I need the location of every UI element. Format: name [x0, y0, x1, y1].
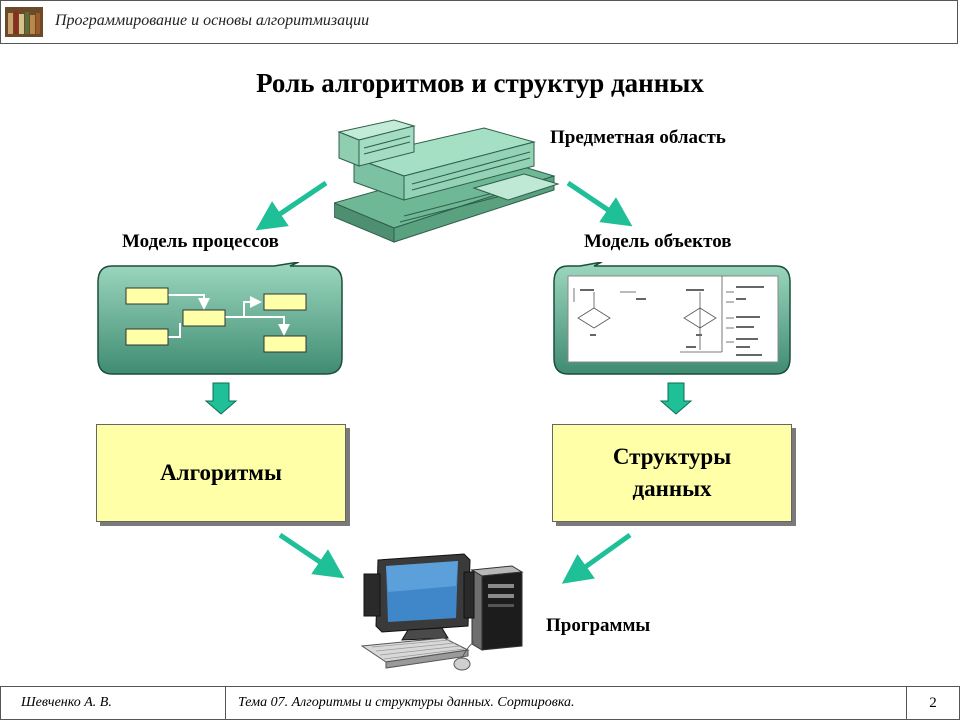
- subject-area-label: Предметная область: [550, 127, 726, 148]
- arrow-to-process-model: [255, 180, 328, 231]
- programs-label: Программы: [546, 615, 651, 636]
- footer-page-cell: 2: [906, 686, 960, 720]
- books-icon: [5, 7, 43, 37]
- object-model-bubble: [550, 261, 794, 378]
- course-title: Программирование и основы алгоритмизации: [55, 12, 370, 29]
- data-structures-box: Структуры данных: [552, 424, 792, 522]
- building-icon: [332, 118, 560, 244]
- footer-topic: Тема 07. Алгоритмы и структуры данных. С…: [238, 695, 575, 710]
- down-arrow-right: [659, 382, 693, 415]
- footer-topic-cell: Тема 07. Алгоритмы и структуры данных. С…: [225, 686, 907, 720]
- object-model-label: Модель объектов: [584, 231, 732, 252]
- algorithms-label: Алгоритмы: [160, 459, 282, 485]
- arrow-structures-to-programs: [561, 532, 632, 584]
- arrow-algorithms-to-programs: [278, 532, 345, 579]
- arrow-to-object-model: [566, 180, 633, 227]
- down-arrow-left: [204, 382, 238, 415]
- footer-author: Шевченко А. В.: [21, 695, 112, 710]
- slide-title: Роль алгоритмов и структур данных: [256, 68, 704, 98]
- process-model-label: Модель процессов: [122, 231, 279, 252]
- page-number: 2: [929, 694, 937, 711]
- footer-author-cell: Шевченко А. В.: [0, 686, 226, 720]
- computer-icon: [356, 546, 528, 672]
- data-structures-label-line1: Структуры: [612, 443, 732, 469]
- process-model-bubble: [94, 261, 346, 378]
- data-structures-label-line2: данных: [632, 476, 712, 501]
- algorithms-box: Алгоритмы: [96, 424, 346, 522]
- slide-header: Программирование и основы алгоритмизации: [0, 0, 958, 44]
